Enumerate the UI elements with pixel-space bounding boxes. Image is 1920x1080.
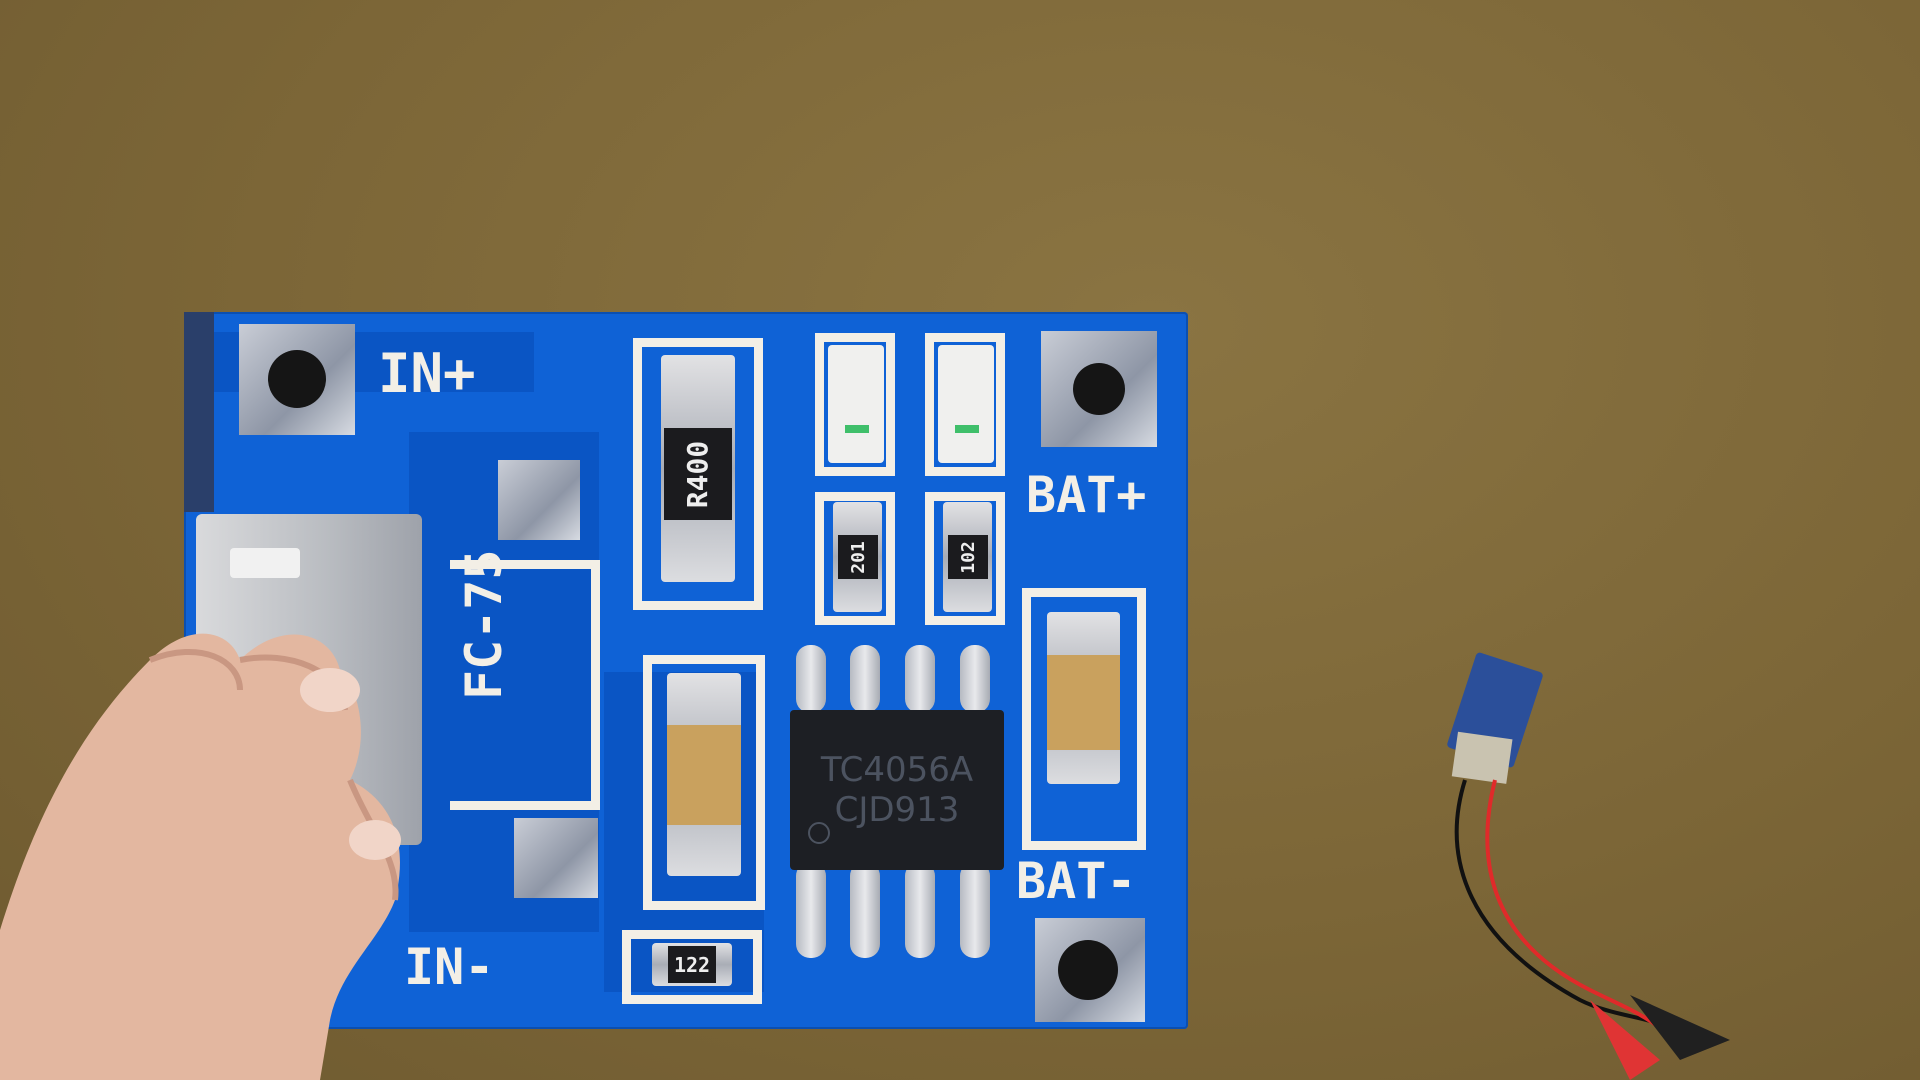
- resistor-102-marking: 102: [957, 540, 979, 574]
- capacitor-left: [667, 725, 741, 825]
- led-outline: [925, 333, 1005, 476]
- led-outline: [815, 333, 895, 476]
- solder-pad: [514, 818, 598, 898]
- resistor-201: 201: [838, 535, 878, 579]
- board-edge: [184, 312, 214, 512]
- resistor-outline: [815, 492, 895, 625]
- capacitor-right: [1047, 655, 1120, 750]
- sense-resistor: R400: [664, 428, 732, 520]
- resistor-201-marking: 201: [847, 540, 869, 574]
- fc75-label: FC-75: [455, 549, 513, 700]
- resistor-outline: [622, 930, 762, 1004]
- pin1-marker: [808, 822, 830, 844]
- solder-pad: [498, 460, 580, 540]
- resistor-122: 122: [668, 946, 716, 983]
- led-red: [828, 345, 884, 463]
- small-charger-module: [1447, 652, 1730, 1080]
- chip-pin: [796, 645, 826, 713]
- usb-latch: [230, 548, 300, 578]
- resistor-outline: [633, 338, 763, 610]
- mounting-hole: [1058, 940, 1118, 1000]
- bat-minus-label: BAT-: [1016, 852, 1137, 910]
- charger-ic: TC4056A CJD913: [790, 710, 1004, 870]
- led-green: [938, 345, 994, 463]
- led-marker: [845, 425, 869, 433]
- chip-pin: [850, 862, 880, 958]
- in-plus-label: IN+: [378, 342, 476, 405]
- hand: [0, 633, 401, 1080]
- chip-pin: [796, 862, 826, 958]
- chip-marking-line1: TC4056A: [820, 750, 974, 790]
- led-marker: [955, 425, 979, 433]
- capacitor-outline: [643, 655, 765, 910]
- chip-pin: [905, 862, 935, 958]
- chip-pin: [960, 862, 990, 958]
- mounting-hole: [268, 350, 326, 408]
- connector-outline: [450, 560, 600, 810]
- capacitor-outline: [1022, 588, 1146, 850]
- chip-pin: [850, 645, 880, 713]
- chip-pin: [960, 645, 990, 713]
- chip-pin: [905, 645, 935, 713]
- resistor-outline: [925, 492, 1005, 625]
- resistor-102: 102: [948, 535, 988, 579]
- in-minus-label: IN-: [404, 938, 495, 996]
- bat-plus-label: BAT+: [1026, 466, 1147, 524]
- sense-resistor-marking: R400: [681, 440, 715, 508]
- mounting-hole: [1073, 363, 1125, 415]
- chip-marking-line2: CJD913: [834, 790, 960, 830]
